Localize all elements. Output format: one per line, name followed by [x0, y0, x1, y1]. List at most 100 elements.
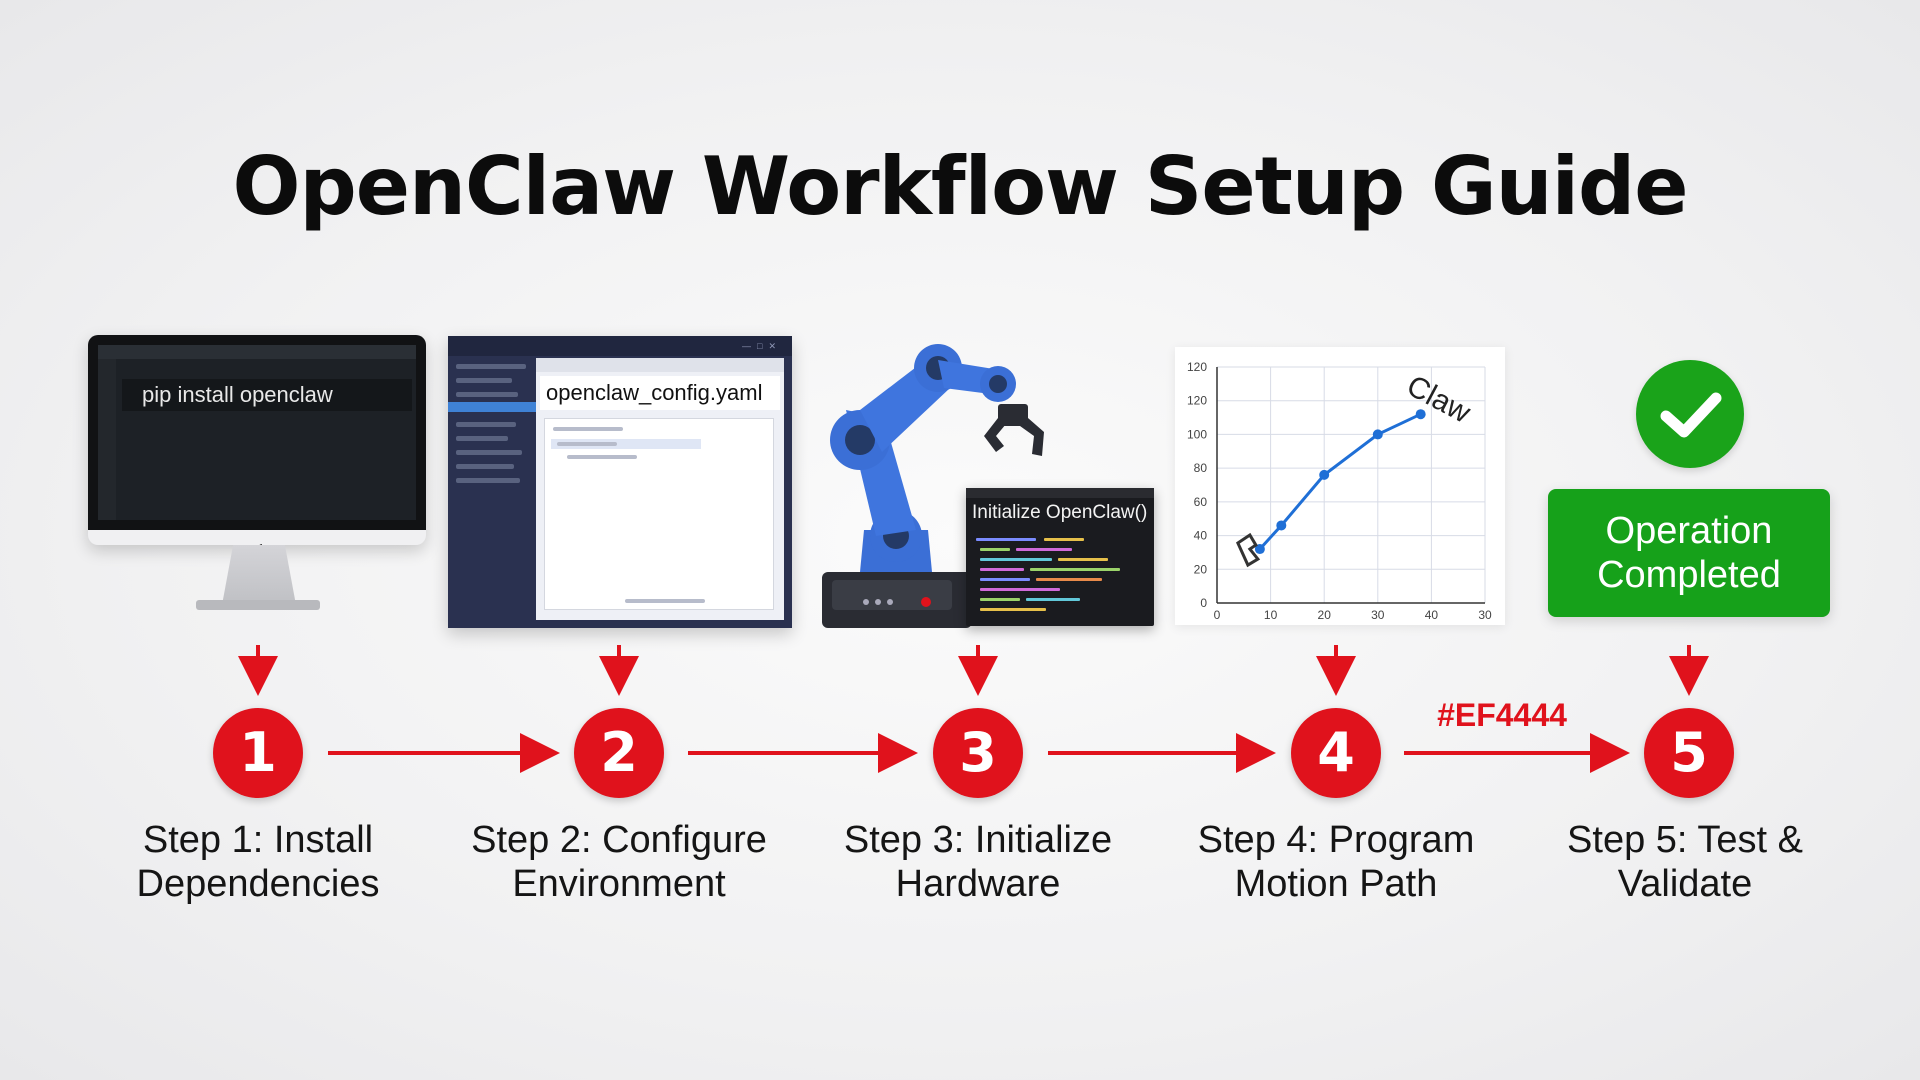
x-tick-label: 10 — [1264, 608, 1278, 622]
step-5-badge: 5 — [1644, 708, 1734, 798]
sidebar-row — [456, 378, 512, 383]
desktop-computer-illustration: pip install openclaw — [88, 335, 426, 564]
gripper-body — [998, 404, 1028, 426]
claw-start-icon — [1235, 532, 1261, 568]
color-code-label: #EF4444 — [1437, 697, 1567, 733]
code-line — [1044, 538, 1084, 541]
x-tick-label: 40 — [1425, 608, 1439, 622]
y-tick-label: 120 — [1187, 394, 1207, 408]
code-editor-panel: Initialize OpenClaw() — [966, 488, 1154, 626]
robot-base-panel — [832, 580, 952, 610]
step-3-label: Step 3: Initialize Hardware — [808, 818, 1148, 906]
status-line: Completed — [1597, 554, 1781, 596]
sidebar-row — [456, 478, 520, 483]
robot-joint-cap — [845, 425, 875, 455]
step-label-line: Environment — [512, 863, 726, 905]
code-line — [1036, 578, 1102, 581]
sidebar-row — [456, 450, 522, 455]
indicator-light — [875, 599, 881, 605]
code-line — [980, 608, 1046, 611]
code-line — [1026, 598, 1080, 601]
window-controls-icon: —□✕ — [742, 341, 782, 351]
motion-path-point — [1254, 544, 1265, 555]
step-2-label: Step 2: Configure Environment — [449, 818, 789, 906]
step-label-line: Step 3: Initialize — [843, 819, 1113, 861]
gripper-finger-icon — [1020, 418, 1044, 456]
code-line — [980, 548, 1010, 551]
motion-path-point — [1415, 409, 1426, 420]
checkmark-icon — [1660, 392, 1722, 438]
code-line — [1016, 548, 1072, 551]
doc-line — [557, 442, 617, 446]
step-4-label: Step 4: Program Motion Path — [1166, 818, 1506, 906]
sidebar-row — [456, 422, 516, 427]
doc-line — [553, 427, 623, 431]
indicator-light — [887, 599, 893, 605]
sidebar-row — [456, 464, 514, 469]
terminal-window: pip install openclaw — [98, 345, 416, 520]
sidebar-row — [456, 436, 508, 441]
step-label-line: Validate — [1617, 863, 1753, 905]
code-line — [980, 558, 1052, 561]
editor-tab-bar — [536, 358, 784, 372]
config-filename: openclaw_config.yaml — [540, 376, 780, 410]
editor-panel: openclaw_config.yaml — [536, 358, 784, 620]
y-tick-label: 20 — [1194, 562, 1208, 576]
step-label-line: Step 2: Configure — [471, 819, 767, 861]
motion-path-point — [1319, 469, 1330, 480]
code-line — [980, 578, 1030, 581]
doc-line — [567, 455, 637, 459]
monitor-bezel: pip install openclaw — [88, 335, 426, 530]
code-line — [1030, 568, 1120, 571]
terminal-command: pip install openclaw — [122, 379, 412, 411]
code-line — [980, 598, 1020, 601]
step-1-label: Step 1: Install Dependencies — [88, 818, 428, 906]
doc-line — [625, 599, 705, 603]
y-tick-label: 40 — [1194, 529, 1208, 543]
y-tick-label: 0 — [1200, 596, 1207, 610]
step-2-badge: 2 — [574, 708, 664, 798]
code-line — [976, 538, 1036, 541]
terminal-sidebar — [98, 359, 116, 520]
sidebar-row — [456, 364, 526, 369]
code-line — [1058, 558, 1108, 561]
indicator-light — [863, 599, 869, 605]
config-document — [544, 418, 774, 610]
y-tick-label: 80 — [1194, 461, 1208, 475]
config-editor-illustration: —□✕ openclaw_config.yaml — [448, 336, 792, 628]
sidebar-row-active — [448, 402, 536, 412]
motion-path-point — [1372, 429, 1383, 440]
step-label-line: Step 5: Test & — [1567, 819, 1803, 861]
step-1-badge: 1 — [213, 708, 303, 798]
step-3-badge: 3 — [933, 708, 1023, 798]
gripper-finger-icon — [984, 418, 1006, 452]
x-tick-label: 0 — [1214, 608, 1221, 622]
power-light — [921, 597, 931, 607]
step-label-line: Hardware — [895, 863, 1061, 905]
monitor-base — [196, 600, 320, 610]
code-function-call: Initialize OpenClaw() — [972, 502, 1148, 523]
status-line: Operation — [1605, 510, 1773, 552]
y-tick-label: 100 — [1187, 427, 1207, 441]
code-line — [980, 568, 1024, 571]
page-title: OpenClaw Workflow Setup Guide — [232, 140, 1688, 233]
step-5-label: Step 5: Test & Validate — [1515, 818, 1855, 906]
y-tick-label: 60 — [1194, 495, 1208, 509]
robot-joint-cap — [989, 375, 1007, 393]
terminal-toolbar — [98, 345, 416, 359]
code-panel-toolbar — [966, 488, 1154, 498]
doc-highlight — [551, 439, 701, 449]
sidebar-row — [456, 392, 518, 397]
x-tick-label: 20 — [1318, 608, 1332, 622]
step-label-line: Step 4: Program — [1197, 819, 1475, 861]
step-label-line: Step 1: Install — [142, 819, 374, 861]
monitor-stand — [222, 545, 296, 605]
step-4-badge: 4 — [1291, 708, 1381, 798]
code-line — [980, 588, 1060, 591]
step-label-line: Motion Path — [1234, 863, 1438, 905]
y-tick-label: 120 — [1187, 360, 1207, 374]
motion-path-point — [1276, 520, 1287, 531]
x-tick-label: 30 — [1371, 608, 1385, 622]
